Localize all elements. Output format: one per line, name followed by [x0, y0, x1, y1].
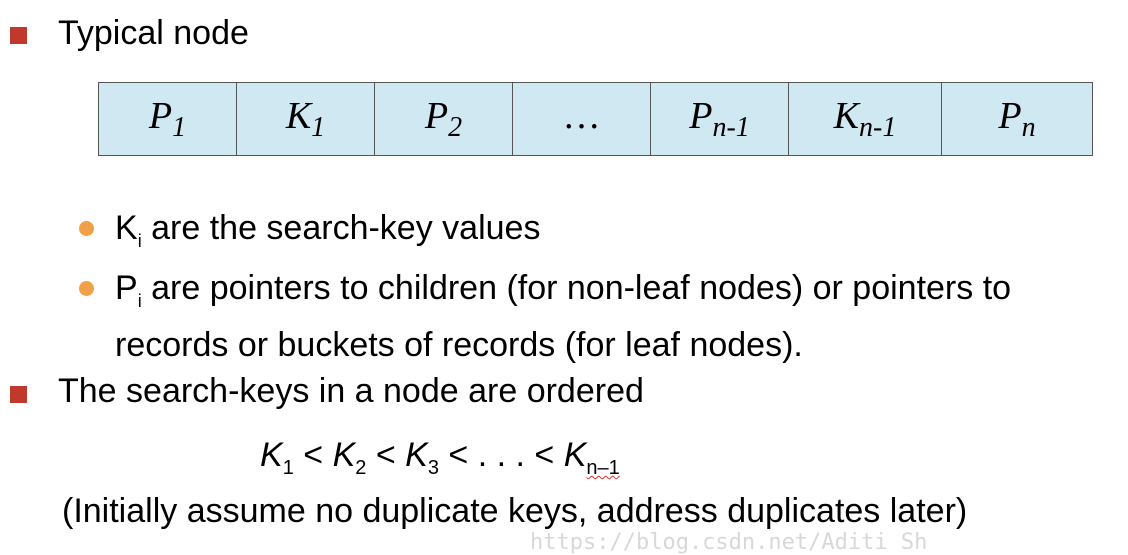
node-cell: K1	[236, 82, 375, 156]
node-cell: Kn-1	[788, 82, 942, 156]
node-cell: P1	[98, 82, 237, 156]
node-cell: …	[512, 82, 651, 156]
bullet-dot-icon	[79, 221, 94, 236]
watermark: https://blog.csdn.net/Aditi Sh	[530, 530, 928, 555]
node-cell: Pn-1	[650, 82, 789, 156]
bullet-square-icon	[10, 27, 27, 44]
duplicates-note: (Initially assume no duplicate keys, add…	[62, 492, 968, 530]
bullet-keys: Ki are the search-key values	[115, 209, 541, 251]
bullet-dot-icon	[79, 281, 94, 296]
node-cell: Pn	[941, 82, 1093, 156]
node-cell: P2	[374, 82, 513, 156]
node-structure-table: P1 K1 P2 … Pn-1 Kn-1 Pn	[98, 82, 1093, 156]
section-heading-typical-node: Typical node	[58, 14, 249, 52]
section-heading-ordered: The search-keys in a node are ordered	[58, 372, 644, 410]
bullet-pointers: Pi are pointers to children (for non-lea…	[115, 269, 1012, 364]
ordering-formula: K1 < K2 < K3 < . . . < Kn–1	[260, 436, 620, 479]
bullet-square-icon	[10, 386, 27, 403]
